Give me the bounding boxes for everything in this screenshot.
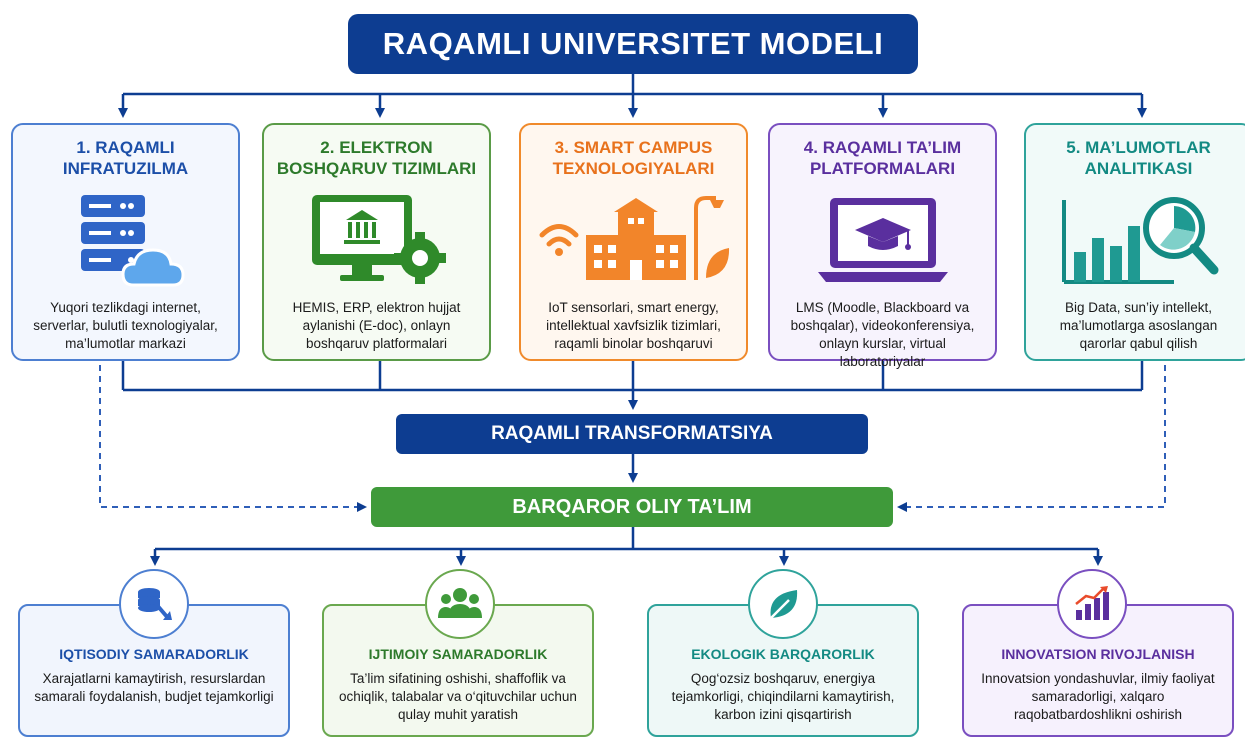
pillar-title: 2. ELEKTRON BOSHQARUV TIZIMLARI [276, 138, 477, 178]
monitor-gear-icon [274, 181, 479, 299]
pillar-digital-learning: 4. RAQAMLI TA’LIM PLATFORMALARI LMS (Moo… [768, 123, 997, 369]
pillar-title: 1. RAQAMLI INFRATUZILMA [62, 138, 189, 178]
outcome-description: Qog‘ozsiz boshqaruv, energiya tejamkorli… [671, 671, 895, 722]
pillar-description: Big Data, sun’iy intellekt, ma’lumotlarg… [1059, 300, 1218, 351]
pillar-description: IoT sensorlari, smart energy, intellektu… [546, 300, 721, 351]
growth-chart-icon [1057, 569, 1127, 639]
outcome-description: Innovatsion yondashuvlar, ilmiy faoliyat… [981, 671, 1215, 722]
main-title: RAQAMLI UNIVERSITET MODELI [348, 14, 918, 74]
outcome-title: EKOLOGIK BARQARORLIK [691, 646, 875, 662]
laptop-graduation-icon [780, 181, 985, 299]
sustainable-education-bar: BARQAROR OLIY TA’LIM [371, 487, 893, 527]
pillar-description: Yuqori tezlikdagi internet, serverlar, b… [33, 300, 218, 351]
coins-down-icon [119, 569, 189, 639]
outcome-description: Xarajatlarni kamaytirish, resurslardan s… [34, 671, 274, 704]
outcome-description: Ta’lim sifatining oshishi, shaffoflik va… [339, 671, 577, 722]
pillar-smart-campus: 3. SMART CAMPUS TEXNOLOGIYALARI IoT sens… [519, 123, 748, 361]
pillar-description: LMS (Moodle, Blackboard va boshqalar), v… [790, 300, 975, 369]
pillar-title: 5. MA’LUMOTLAR ANALITIKASI [1066, 138, 1211, 178]
server-cloud-icon [23, 181, 228, 299]
pillar-description: HEMIS, ERP, elektron hujjat aylanishi (E… [292, 300, 461, 351]
people-icon [425, 569, 495, 639]
transformation-bar: RAQAMLI TRANSFORMATSIYA [396, 414, 868, 454]
pillar-title: 4. RAQAMLI TA’LIM PLATFORMALARI [803, 138, 962, 178]
analytics-icon [1036, 181, 1241, 299]
pillar-data-analytics: 5. MA’LUMOTLAR ANALITIKASI Big Data, sun… [1024, 123, 1245, 361]
pillar-e-governance: 2. ELEKTRON BOSHQARUV TIZIMLARI HEMIS, E… [262, 123, 491, 361]
pillar-digital-infrastructure: 1. RAQAMLI INFRATUZILMA Yuqori tezlikdag… [11, 123, 240, 361]
outcome-social: IJTIMOIY SAMARADORLIK Ta’lim sifatining … [322, 604, 594, 737]
pillar-title: 3. SMART CAMPUS TEXNOLOGIYALARI [552, 138, 715, 178]
outcome-title: INNOVATSION RIVOJLANISH [1001, 646, 1195, 662]
outcome-title: IJTIMOIY SAMARADORLIK [368, 646, 548, 662]
smart-campus-icon [531, 181, 736, 299]
outcome-title: IQTISODIY SAMARADORLIK [59, 646, 249, 662]
leaf-icon [748, 569, 818, 639]
